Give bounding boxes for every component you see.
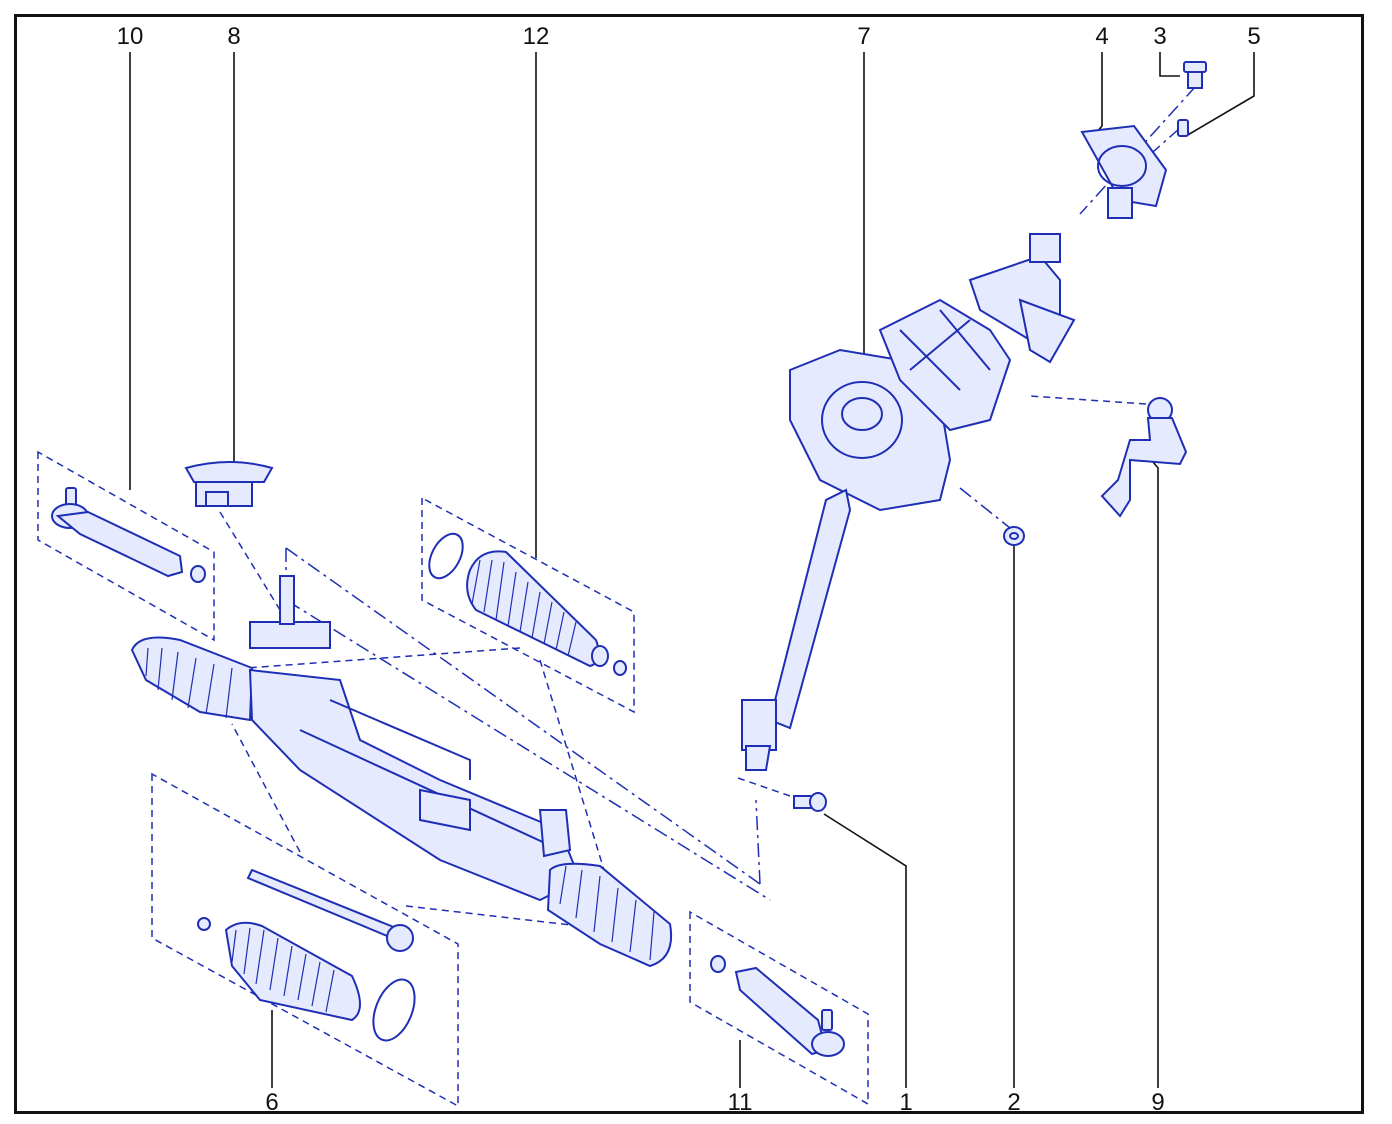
callout-7: 7	[857, 23, 870, 50]
part-3-bolt	[1183, 61, 1207, 89]
callout-9: 9	[1151, 1089, 1164, 1116]
part-2-nut	[1003, 526, 1025, 546]
group-box-boot-right	[421, 496, 635, 714]
callout-2: 2	[1007, 1089, 1020, 1116]
diagram-frame	[14, 14, 1364, 1114]
group-boxes	[37, 450, 869, 1108]
part-6-boot-and-tie-rod-left	[197, 868, 416, 1042]
callout-6: 6	[265, 1089, 278, 1116]
callout-10: 10	[117, 23, 144, 50]
part-5-screw	[1177, 119, 1189, 137]
callout-8: 8	[227, 23, 240, 50]
group-box-boot-left	[151, 772, 459, 1108]
callout-4: 4	[1095, 23, 1108, 50]
leader-9	[1147, 455, 1159, 1088]
part-10-tie-rod-end-left	[51, 487, 206, 583]
callout-11: 11	[728, 1089, 753, 1116]
callout-1: 1	[899, 1089, 912, 1116]
group-box-tie-rod-end-right	[689, 910, 869, 1106]
leader-3	[1159, 52, 1180, 77]
part-1-bolt	[793, 792, 827, 812]
steering-rack-housing	[130, 575, 672, 968]
callout-3: 3	[1153, 23, 1166, 50]
group-box-tie-rod-end-left	[37, 450, 215, 642]
part-7-steering-column	[741, 233, 1076, 771]
callout-5: 5	[1247, 23, 1260, 50]
part-11-tie-rod-end-right	[710, 955, 845, 1057]
callout-12: 12	[523, 23, 550, 50]
part-12-boot-right	[428, 532, 627, 676]
part-4-support-bracket	[1080, 124, 1168, 219]
leader-4	[1091, 52, 1103, 139]
part-9-lever	[1100, 397, 1188, 518]
leader-1	[823, 813, 907, 1088]
leader-5	[1185, 52, 1255, 137]
part-8-pinion-cover	[184, 461, 274, 507]
